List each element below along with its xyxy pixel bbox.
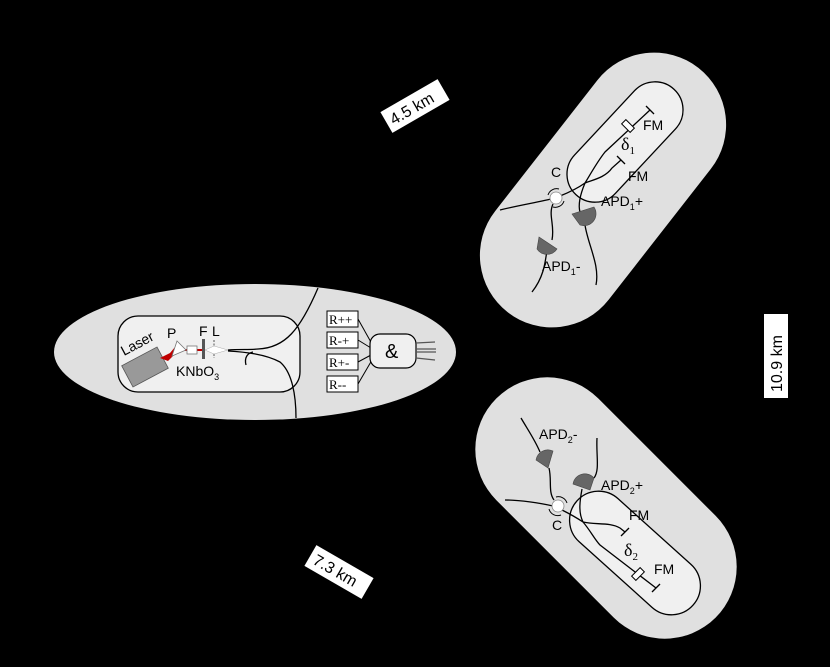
interferometer1-short-arm (584, 159, 622, 184)
analyzer-station-1: C δ1 FM FM APD1+ APD1- (479, 52, 727, 328)
circulator1-arrow-bottom (552, 200, 565, 208)
faraday-mirror2-bottom (651, 583, 661, 593)
crystal-icon (186, 345, 198, 355)
filter-icon (202, 339, 205, 359)
source-station: Laser P F L KNbO3 R++ R-+ R+- R-- & (54, 284, 456, 420)
circulator1-label: C (551, 164, 561, 180)
circulator2-label: C (552, 517, 562, 533)
apd2-minus-input (520, 417, 541, 453)
apd2-plus-label: APD2+ (601, 477, 643, 496)
coincidence-outputs (415, 341, 436, 361)
faraday-mirror1-bottom-label: FM (628, 168, 648, 184)
apd1-minus-label: APD1- (542, 258, 581, 277)
apd2-plus-input (593, 437, 599, 479)
pump-source-box (117, 315, 301, 393)
fiber-to-analyzer1 (227, 287, 319, 351)
apd2-minus-icon (535, 449, 554, 469)
faraday-mirror1-bottom (616, 155, 626, 165)
faraday-mirror2-top-label: FM (629, 507, 649, 523)
apd2-plus-fiber (579, 488, 584, 523)
analyzer-station-2: APD2- APD2+ C FM δ2 FM (475, 377, 737, 639)
apd2-plus-icon (572, 473, 595, 491)
circulator2-arrow-bottom (548, 508, 562, 517)
faraday-mirror2-top (620, 527, 630, 537)
coincidence-label: & (385, 341, 399, 363)
prism-icon (171, 340, 187, 357)
interferometer1-box (566, 81, 684, 203)
circulator1-arrow-top (547, 188, 560, 196)
crystal-label: KNbO3 (176, 363, 219, 382)
distance-label-4-5km: 4.5 km (380, 79, 450, 133)
apd1-minus-icon (536, 236, 558, 255)
apd1-minus-fiber (550, 203, 554, 241)
register-label-mp: R-+ (329, 333, 349, 348)
lens-label: L (212, 323, 220, 339)
register-label-pp: R++ (329, 312, 352, 327)
interferometer2-box (568, 490, 702, 616)
phase-shifter2 (630, 566, 646, 582)
register-boxes: R++ R-+ R+- R-- (326, 310, 359, 393)
circulator1-to-interferometer (559, 182, 586, 197)
apd2-minus-fiber (548, 467, 555, 501)
coincidence-box (369, 333, 417, 369)
circulator1-icon (549, 191, 563, 205)
distance-label-7-3km: 7.3 km (304, 545, 374, 599)
phase-shifter1 (620, 118, 636, 134)
apd1-plus-label: APD1+ (601, 193, 643, 212)
register-label-mm: R-- (329, 377, 346, 392)
interferometer2-short-arm (582, 521, 626, 533)
fiber-to-analyzer2 (227, 350, 297, 419)
apd1-plus-fiber (578, 182, 586, 213)
svg-text:10.9 km: 10.9 km (769, 335, 786, 392)
interferometer1-long-arm (584, 109, 651, 184)
faraday-mirror1-top (645, 105, 655, 115)
fiber-loop (244, 351, 254, 366)
delay2-label: δ2 (624, 540, 638, 563)
circulator2-to-interferometer (561, 509, 584, 523)
filter-label: F (199, 323, 208, 339)
register-label-pm: R+- (329, 355, 349, 370)
delay1-label: δ1 (621, 134, 635, 157)
circulator2-arrow-top (555, 496, 568, 504)
faraday-mirror1-top-label: FM (643, 117, 663, 133)
apd1-plus-icon (571, 206, 597, 226)
apd2-minus-label: APD2- (539, 426, 578, 445)
prism-label: P (167, 325, 176, 341)
apd1-plus-output (584, 224, 598, 286)
analyzer2-input-fiber (504, 499, 554, 507)
register-wires (357, 318, 373, 385)
faraday-mirror2-bottom-label: FM (654, 561, 674, 577)
circulator2-icon (551, 499, 565, 513)
distance-label-10-9km: 10.9 km (764, 314, 788, 398)
interferometer2-long-arm (582, 521, 657, 589)
